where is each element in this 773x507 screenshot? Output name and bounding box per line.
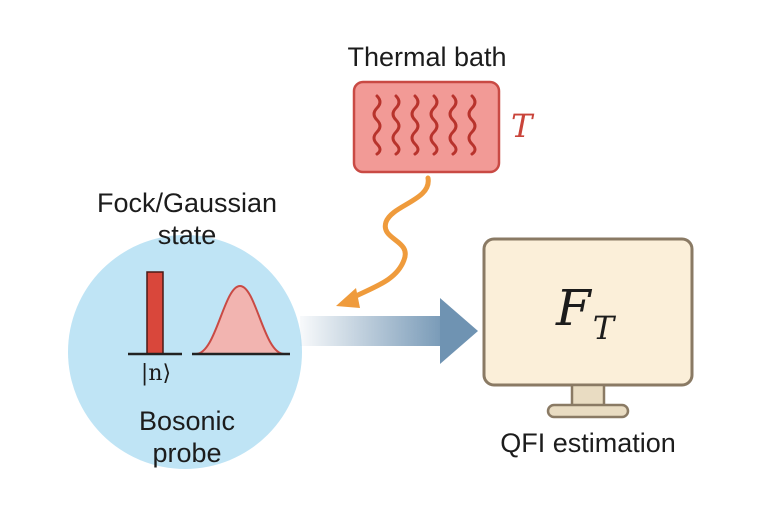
state-label-line1: Fock/Gaussian [96, 188, 278, 218]
coupling-arrowhead [336, 288, 360, 308]
coupling-arrow [345, 175, 431, 303]
qfi-formula: FT [556, 279, 614, 347]
fock-ket-label: |n⟩ [140, 361, 172, 386]
monitor-neck [570, 383, 606, 409]
qfi-formula-main: F [556, 279, 591, 337]
thermal-bath-box [352, 80, 501, 174]
monitor-caption: QFI estimation [500, 428, 676, 458]
probe-label-line2: probe [152, 438, 222, 468]
qfi-formula-subscript: T [592, 309, 615, 347]
gaussian-state-curve [195, 284, 285, 355]
temperature-symbol: T [511, 107, 533, 145]
flow-arrow-shaft [300, 316, 445, 346]
flow-arrowhead [440, 298, 478, 364]
probe-label-line1: Bosonic [138, 406, 236, 436]
thermal-bath-title: Thermal bath [347, 42, 507, 72]
state-label-line2: state [157, 220, 217, 250]
fock-state-bar [146, 271, 164, 355]
heat-waves-icon [372, 94, 477, 156]
monitor-stand [546, 403, 630, 419]
